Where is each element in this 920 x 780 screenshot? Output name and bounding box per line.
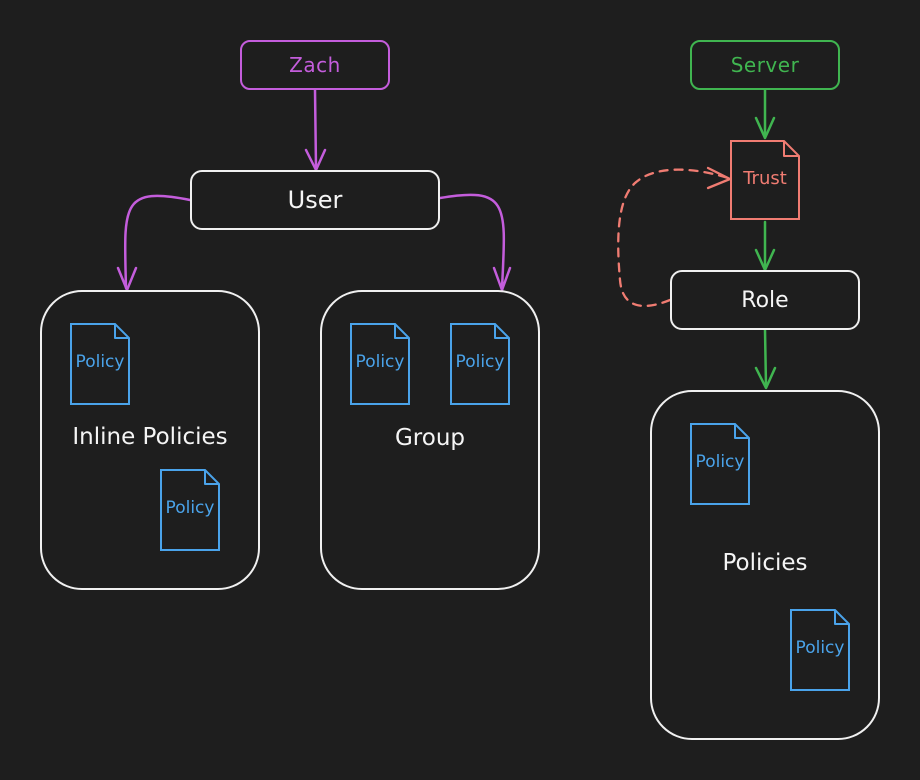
trust-document[interactable]: Trust (730, 140, 800, 220)
group-policy-document-2[interactable]: Policy (450, 323, 510, 405)
inline-policy-document-1[interactable]: Policy (70, 323, 130, 405)
policy-document-icon (450, 323, 510, 405)
group-container[interactable] (320, 290, 540, 590)
policy-document-icon (350, 323, 410, 405)
policy-document-icon (160, 469, 220, 551)
arrow-user-to-group (438, 193, 506, 290)
inline-policy-document-2[interactable]: Policy (160, 469, 220, 551)
arrowhead-role-to-policies (754, 366, 777, 390)
role-policies-label: Policies (722, 550, 808, 576)
policy-label: Policy (355, 352, 405, 372)
policy-label: Policy (165, 498, 215, 518)
group-policy-document-1[interactable]: Policy (350, 323, 410, 405)
group-label: Group (394, 425, 466, 451)
arrowhead-server-to-trust (754, 116, 776, 140)
trust-document-icon (730, 140, 800, 220)
server-node[interactable]: Server (690, 40, 840, 90)
arrow-role-to-policies (763, 328, 768, 388)
role-policies-container[interactable] (650, 390, 880, 740)
role-policy-document-2[interactable]: Policy (790, 609, 850, 691)
arrow-zach-to-user (313, 88, 318, 170)
policy-document-icon (690, 423, 750, 505)
policy-label: Policy (75, 352, 125, 372)
zach-node[interactable]: Zach (240, 40, 390, 90)
arrowhead-role-to-trust (706, 166, 732, 190)
inline-policies-container[interactable] (40, 290, 260, 590)
policy-document-icon (790, 609, 850, 691)
arrow-user-to-inline (123, 194, 192, 290)
dashed-arrow-role-to-trust (617, 168, 730, 308)
policy-label: Policy (695, 452, 745, 472)
user-node[interactable]: User (190, 170, 440, 230)
role-node[interactable]: Role (670, 270, 860, 330)
inline-policies-label: Inline Policies (72, 424, 228, 450)
role-policy-document-1[interactable]: Policy (690, 423, 750, 505)
policy-document-icon (70, 323, 130, 405)
policy-label: Policy (455, 352, 505, 372)
trust-document-label: Trust (743, 168, 787, 189)
policy-label: Policy (795, 638, 845, 658)
